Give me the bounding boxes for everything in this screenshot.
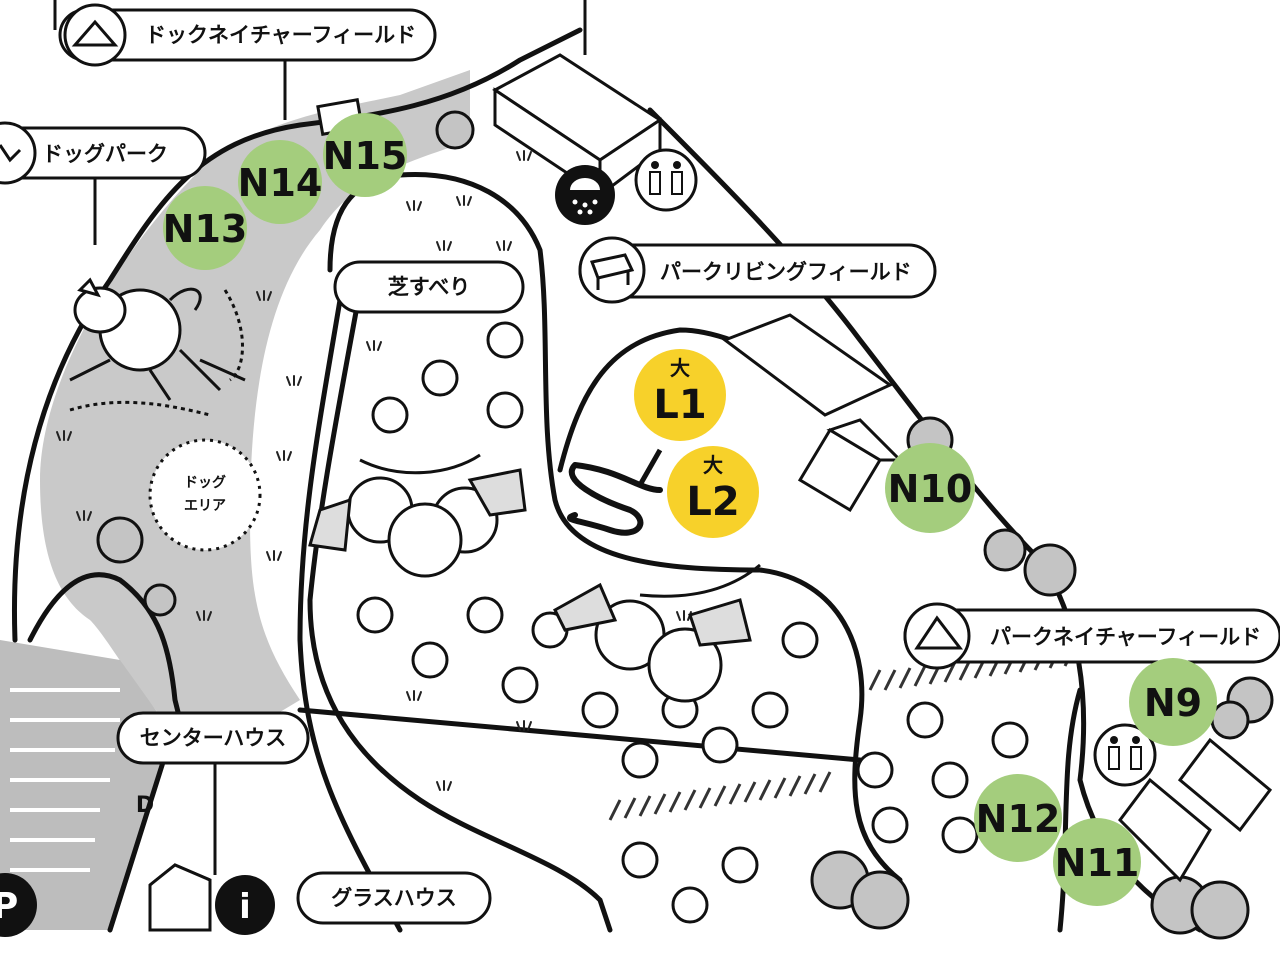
site-n9[interactable]: N9 — [1129, 658, 1217, 746]
shower-icon[interactable] — [555, 165, 615, 225]
label-center-house[interactable]: センターハウス — [116, 711, 310, 765]
dog-area: ドッグ エリア — [148, 438, 262, 552]
living-field-tent — [721, 313, 893, 417]
label-dog-park[interactable]: ドッグパーク — [0, 121, 207, 185]
site-n10[interactable]: N10 — [885, 443, 975, 533]
dog-icon — [0, 144, 22, 163]
site-n11[interactable]: N11 — [1053, 818, 1141, 906]
site-l1-label: L1 — [653, 382, 706, 428]
site-n10-label: N10 — [888, 467, 973, 511]
site-l2-label: L2 — [686, 479, 739, 525]
restroom-icon[interactable] — [1093, 723, 1157, 787]
restroom-icon[interactable] — [634, 148, 698, 212]
tomato-illustration-2 — [553, 563, 761, 703]
label-park-living-field[interactable]: パークリビングフィールド — [578, 236, 937, 304]
tent-icon — [71, 19, 119, 47]
site-n12-label: N12 — [976, 797, 1061, 841]
site-n11-label: N11 — [1055, 841, 1140, 885]
site-l2-large-mark: 大 — [703, 453, 723, 477]
info-icon-letter: i — [239, 887, 251, 927]
glass-house-text: グラスハウス — [331, 886, 457, 910]
glass-house-building — [148, 863, 212, 932]
label-glass-house[interactable]: グラスハウス — [296, 871, 492, 925]
park-nature-field-text: パークネイチャーフィールド — [990, 625, 1261, 649]
site-n14-label: N14 — [238, 161, 323, 205]
dog-park-text: ドッグパーク — [42, 142, 168, 166]
site-n13-label: N13 — [163, 207, 248, 251]
shelter-icon — [589, 253, 635, 290]
site-l1[interactable]: 大 L1 — [634, 349, 726, 441]
dog-area-label-2: エリア — [184, 498, 226, 514]
tomato-illustration-1 — [308, 453, 527, 578]
label-dock-nature-field[interactable]: ドックネイチャーフィールド — [58, 3, 437, 67]
site-n12[interactable]: N12 — [974, 774, 1062, 862]
dog-park-path — [40, 70, 470, 760]
dock-nature-field-text: ドックネイチャーフィールド — [145, 23, 416, 47]
label-park-nature-field[interactable]: パークネイチャーフィールド — [903, 602, 1280, 670]
nature-tent-b — [1118, 737, 1273, 883]
dog-area-label-1: ドッグ — [184, 474, 226, 491]
site-l2[interactable]: 大 L2 — [667, 446, 759, 538]
shibasuberi-text: 芝すべり — [388, 275, 471, 299]
site-l1-large-mark: 大 — [670, 356, 690, 380]
dog-illustration — [69, 277, 246, 401]
site-n15-label: N15 — [323, 134, 408, 178]
nature-tent-a — [797, 418, 904, 513]
parking-icon-letter: P — [0, 886, 18, 927]
site-n15[interactable]: N15 — [323, 113, 408, 197]
label-shibasuberi[interactable]: 芝すべり — [333, 260, 525, 314]
site-n13[interactable]: N13 — [163, 186, 248, 270]
svg-text:D: D — [136, 793, 154, 818]
park-living-field-text: パークリビングフィールド — [660, 260, 912, 284]
site-n14[interactable]: N14 — [238, 140, 323, 224]
train-marker: D — [136, 793, 154, 818]
center-house-text: センターハウス — [140, 726, 287, 750]
tent-icon — [914, 615, 964, 650]
info-icon[interactable]: i — [215, 875, 275, 935]
site-n9-label: N9 — [1144, 681, 1202, 725]
parking-icon[interactable]: P — [0, 873, 37, 937]
